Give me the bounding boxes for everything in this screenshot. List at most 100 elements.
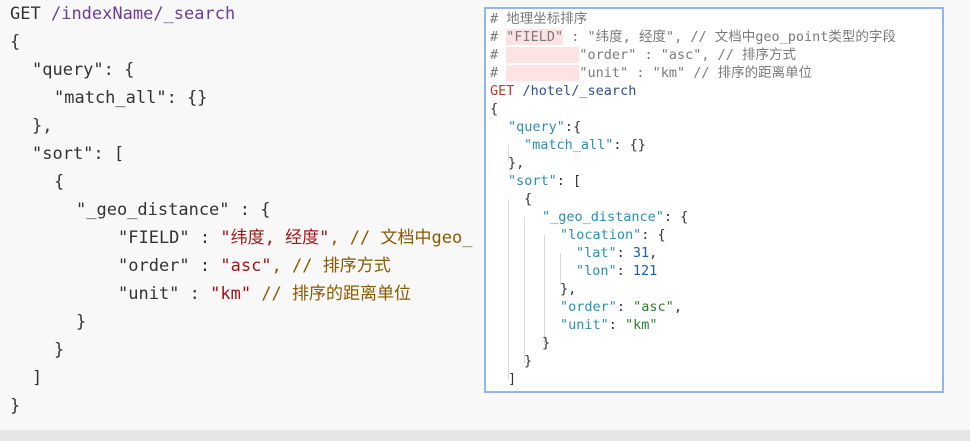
http-method: GET xyxy=(490,83,515,99)
code-line: } xyxy=(524,352,532,370)
code-line: }, xyxy=(508,154,524,172)
code-line: "match_all": {} xyxy=(54,84,208,112)
geo-distance-key: "_geo_distance" xyxy=(542,209,664,225)
lat-value: 31 xyxy=(632,245,650,261)
brace: { xyxy=(54,172,65,192)
http-method: GET xyxy=(10,4,41,24)
unit-comment: // 排序的距离单位 xyxy=(251,284,412,304)
punct: : { xyxy=(641,227,666,243)
code-line: { xyxy=(490,100,498,118)
comment-line: # 地理坐标排序 xyxy=(490,10,587,28)
code-line: "unit" : "km" // 排序的距离单位 xyxy=(118,280,411,308)
comment-text: # xyxy=(490,65,507,81)
punct: : [ xyxy=(556,173,582,189)
geo-distance-key: "_geo_distance" : { xyxy=(76,200,271,220)
location-key: "location" xyxy=(560,227,642,243)
punct: : { xyxy=(663,209,689,225)
bracket: ] xyxy=(32,368,43,388)
request-path: /hotel/_search xyxy=(522,83,637,99)
brace: }, xyxy=(560,281,577,297)
comment-line: # "order" : "asc", // 排序方式 xyxy=(490,46,796,64)
code-line: "lat": 31, xyxy=(576,245,658,261)
code-line: "_geo_distance": { xyxy=(542,208,688,226)
unit-key: "unit" : xyxy=(118,284,211,304)
comment-text: # xyxy=(490,47,507,63)
code-line: "order" : "asc", // 排序方式 xyxy=(118,252,391,280)
indent-guide xyxy=(544,235,545,345)
punct: :{ xyxy=(564,119,582,135)
unit-key: "unit" xyxy=(560,317,609,333)
brace: }, xyxy=(32,116,53,136)
code-line: ] xyxy=(32,364,42,392)
punct: : {} xyxy=(613,137,646,153)
order-value: "asc" xyxy=(220,256,272,276)
match-all-key: "match_all" xyxy=(524,137,614,153)
indent-guide xyxy=(508,199,509,379)
order-key: "order" : xyxy=(118,256,221,276)
brace: }, xyxy=(508,155,525,171)
bracket: ] xyxy=(508,371,517,387)
unit-value: "km" xyxy=(625,317,658,333)
comment-text: "order" xyxy=(579,47,637,63)
code-line: } xyxy=(76,308,86,336)
code-line: } xyxy=(542,334,550,352)
query-key: "query" xyxy=(508,119,565,135)
code-line: ] xyxy=(508,370,516,388)
code-line: "sort": [ xyxy=(508,172,581,190)
code-line: "query":{ xyxy=(508,118,581,136)
lat-key: "lat" xyxy=(576,245,617,261)
code-line: "location": { xyxy=(560,226,666,244)
comment-text: : "纬度, 经度", // 文档中geo_point类型的字段 xyxy=(563,29,896,45)
lon-key: "lon" xyxy=(576,263,617,279)
field-value: "纬度, 经度" xyxy=(220,228,330,248)
order-comment: , // 排序方式 xyxy=(271,256,391,276)
sort-key: "sort" xyxy=(508,173,557,189)
brace: } xyxy=(490,389,498,391)
screenshot-popup: # 地理坐标排序 # "FIELD" : "纬度, 经度", // 文档中geo… xyxy=(484,7,944,393)
code-line: "sort": [ xyxy=(32,140,124,168)
indent-guide xyxy=(524,217,525,363)
code-line: { xyxy=(10,28,20,56)
code-line: "FIELD" : "纬度, 经度", // 文档中geo_ xyxy=(118,224,472,252)
code-line: { xyxy=(524,190,532,208)
comment-text: : "km" // 排序的距离单位 xyxy=(628,65,813,81)
code-line: "lon": 121 xyxy=(576,263,658,279)
match-all-key: "match_all": {} xyxy=(54,88,208,108)
comment-line: # "FIELD" : "纬度, 经度", // 文档中geo_point类型的… xyxy=(490,28,896,46)
lon-value: 121 xyxy=(632,263,658,279)
code-line: }, xyxy=(560,280,576,298)
code-line: "unit": "km" xyxy=(560,317,658,333)
brace: { xyxy=(524,191,533,207)
indent-guide xyxy=(508,145,509,161)
comment-line: # "unit" : "km" // 排序的距离单位 xyxy=(490,64,812,82)
comment-text: "unit" xyxy=(579,65,629,81)
field-comment: , // 文档中geo_ xyxy=(329,228,473,248)
brace: } xyxy=(542,335,551,351)
comment-text: # 地理坐标排序 xyxy=(490,11,588,27)
indent-guide xyxy=(560,253,561,285)
order-value: "asc" xyxy=(633,299,674,315)
code-line: { xyxy=(54,168,64,196)
bottom-divider xyxy=(0,430,970,441)
brace: { xyxy=(490,101,499,117)
code-line: } xyxy=(10,392,20,420)
order-key: "order" xyxy=(560,299,617,315)
comment-text: "FIELD" xyxy=(506,29,564,45)
code-line: } xyxy=(490,388,498,391)
brace: { xyxy=(10,32,21,52)
brace: } xyxy=(10,396,21,416)
code-line: "_geo_distance" : { xyxy=(76,196,270,224)
code-line: "match_all": {} xyxy=(524,136,646,154)
code-line: } xyxy=(54,336,64,364)
comment-text: : "asc", // 排序方式 xyxy=(636,47,796,63)
sort-key: "sort": [ xyxy=(32,144,125,164)
query-key: "query": { xyxy=(32,60,135,80)
code-line-request: GET /indexName/_search xyxy=(10,0,235,28)
brace: } xyxy=(76,312,87,332)
brace: } xyxy=(524,353,533,369)
code-line: "query": { xyxy=(32,56,134,84)
code-line: }, xyxy=(32,112,52,140)
brace: } xyxy=(54,340,65,360)
request-path: /indexName/_search xyxy=(50,4,236,24)
code-line: "order": "asc", xyxy=(560,299,682,315)
